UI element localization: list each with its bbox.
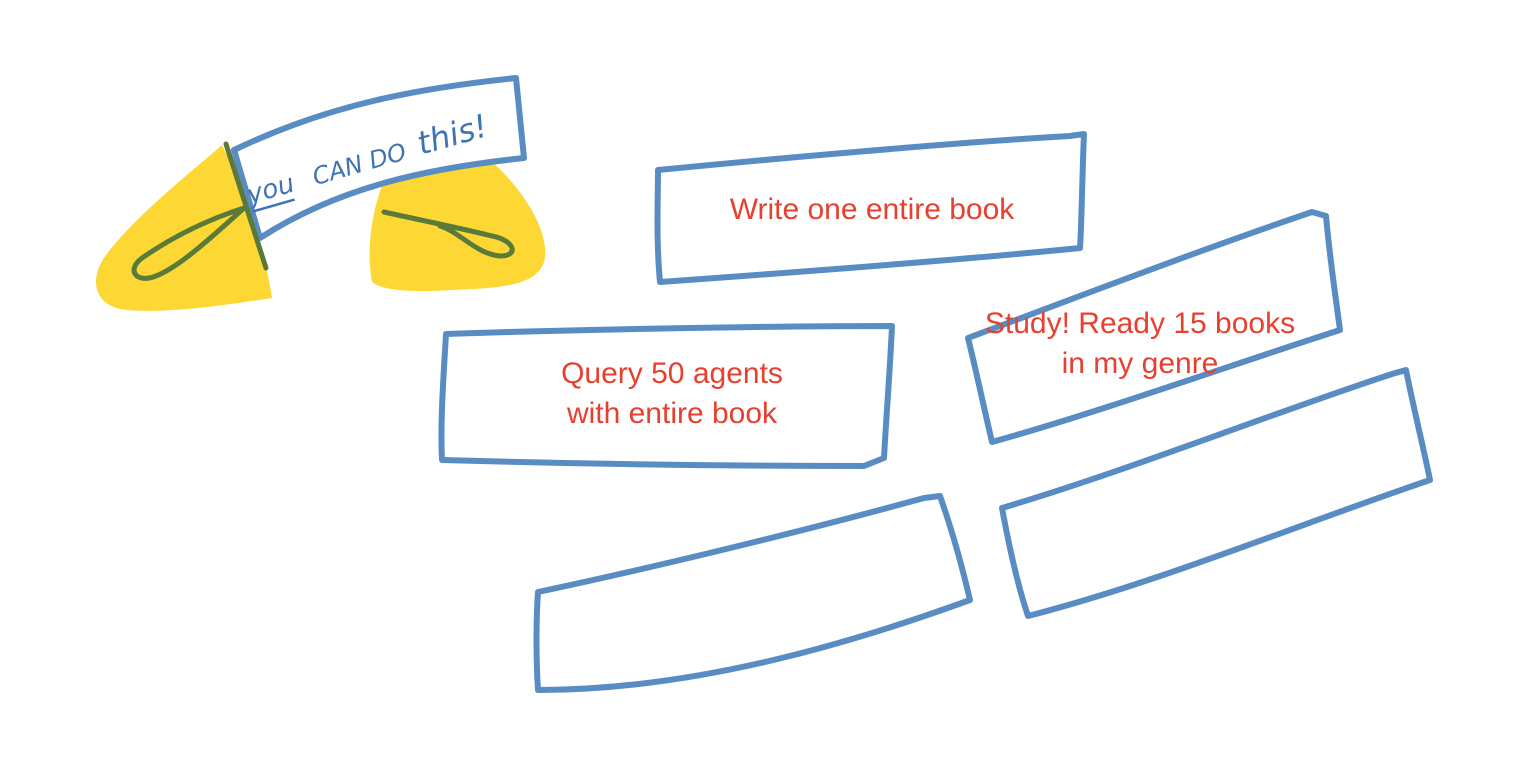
goal-box-write-book bbox=[654, 131, 1087, 285]
banner-illustration: you CAN DO this! bbox=[96, 75, 546, 311]
goal-label-line: Study! Ready 15 books bbox=[984, 307, 1296, 340]
goal-label-line: Write one entire book bbox=[729, 193, 1015, 226]
goal-label-line: with entire book bbox=[566, 397, 778, 430]
ribbon-stick bbox=[223, 141, 269, 271]
goal-label-line: Query 50 agents bbox=[561, 357, 783, 390]
ribbon-banner bbox=[231, 75, 527, 241]
goal-label-write-book: Write one entire book bbox=[672, 190, 1072, 230]
goal-box-query-agents bbox=[438, 323, 895, 469]
goal-label-query-agents: Query 50 agents with entire book bbox=[472, 354, 872, 434]
goal-box-empty-left bbox=[533, 493, 973, 693]
left-clog-strap bbox=[131, 205, 247, 281]
ribbon-word-you-underline bbox=[251, 198, 295, 213]
goal-box-empty-right bbox=[999, 367, 1433, 619]
goal-label-line: in my genre bbox=[1061, 347, 1219, 380]
right-clog-strap bbox=[381, 209, 515, 259]
goal-box-study-books bbox=[965, 209, 1343, 445]
left-clog-shape bbox=[96, 145, 272, 311]
goal-label-study-books: Study! Ready 15 books in my genre bbox=[940, 304, 1340, 384]
